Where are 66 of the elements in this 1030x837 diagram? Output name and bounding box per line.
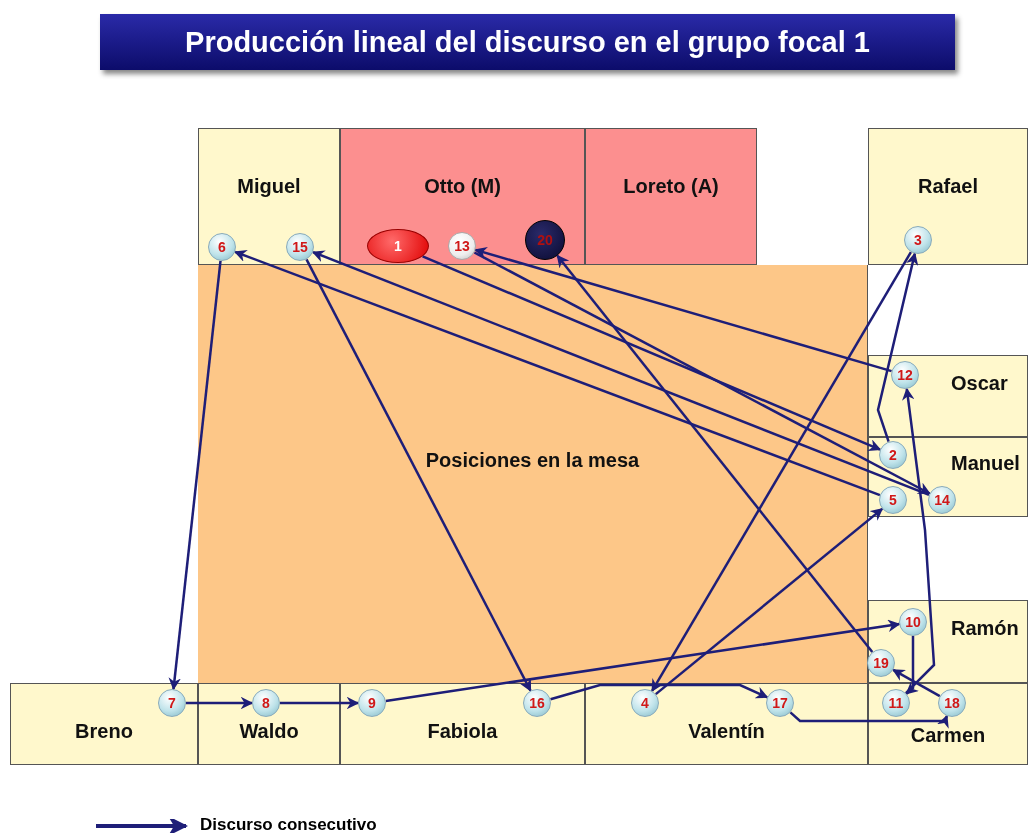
arrow	[233, 250, 881, 497]
turn-marker: 14	[928, 486, 956, 514]
seat-name: Valentín	[687, 720, 766, 743]
arrow	[876, 252, 919, 443]
arrow	[473, 251, 931, 495]
turn-marker: 4	[631, 689, 659, 717]
arrow	[789, 711, 949, 729]
turn-marker: 7	[158, 689, 186, 717]
turn-marker: 3	[904, 226, 932, 254]
arrow	[651, 251, 912, 692]
seat-name: Miguel	[236, 175, 302, 198]
turn-marker: 17	[766, 689, 794, 717]
seat-cell	[10, 683, 198, 765]
turn-marker: 8	[252, 689, 280, 717]
turn-marker: 13	[448, 232, 476, 260]
turn-marker: 1	[367, 229, 429, 263]
seat-cell	[340, 683, 585, 765]
arrow	[474, 247, 892, 373]
turn-marker: 20	[525, 220, 565, 260]
turn-marker: 6	[208, 233, 236, 261]
arrow	[168, 260, 222, 691]
turn-marker: 16	[523, 689, 551, 717]
arrow	[422, 255, 882, 451]
arrow	[892, 668, 941, 698]
title-banner: Producción lineal del discurso en el grupo focal 1	[100, 14, 955, 70]
seat-name: Fabiola	[426, 720, 499, 743]
seat-cell	[198, 128, 340, 265]
seat-cell	[868, 600, 1028, 683]
seat-name: Loreto (A)	[622, 175, 720, 198]
arrow	[550, 683, 769, 701]
seat-name: Waldo	[238, 720, 300, 743]
arrow	[280, 696, 360, 710]
arrow	[556, 254, 874, 653]
seat-name: Rafael	[917, 175, 979, 198]
arrow	[905, 636, 920, 695]
seat-cell	[585, 683, 868, 765]
seat-cell	[868, 128, 1028, 265]
arrow	[655, 507, 884, 696]
turn-marker: 5	[879, 486, 907, 514]
seat-cell	[868, 437, 1028, 517]
seat-cell	[198, 683, 340, 765]
turn-marker: 10	[899, 608, 927, 636]
seat-name: Manuel	[951, 452, 1020, 475]
seat-name: Breno	[74, 720, 134, 743]
seat-name: Oscar	[951, 372, 1008, 395]
seat-cell	[868, 683, 1028, 765]
seat-name: Carmen	[909, 724, 987, 747]
arrow	[305, 258, 532, 692]
seat-cell	[585, 128, 757, 265]
turn-marker: 12	[891, 361, 919, 389]
arrow	[311, 250, 930, 497]
arrow	[186, 696, 254, 710]
seat-cell	[340, 128, 585, 265]
turn-marker: 9	[358, 689, 386, 717]
turn-marker: 2	[879, 441, 907, 469]
legend-label: Discurso consecutivo	[200, 815, 377, 835]
arrow	[902, 387, 936, 694]
seat-cell	[868, 355, 1028, 437]
turn-marker: 18	[938, 689, 966, 717]
seat-name: Ramón	[951, 617, 1019, 640]
turn-marker: 11	[882, 689, 910, 717]
table-label: Posiciones en la mesa	[424, 449, 641, 472]
turn-marker: 19	[867, 649, 895, 677]
arrow	[385, 619, 901, 703]
turn-marker: 15	[286, 233, 314, 261]
seat-name: Otto (M)	[423, 175, 502, 198]
